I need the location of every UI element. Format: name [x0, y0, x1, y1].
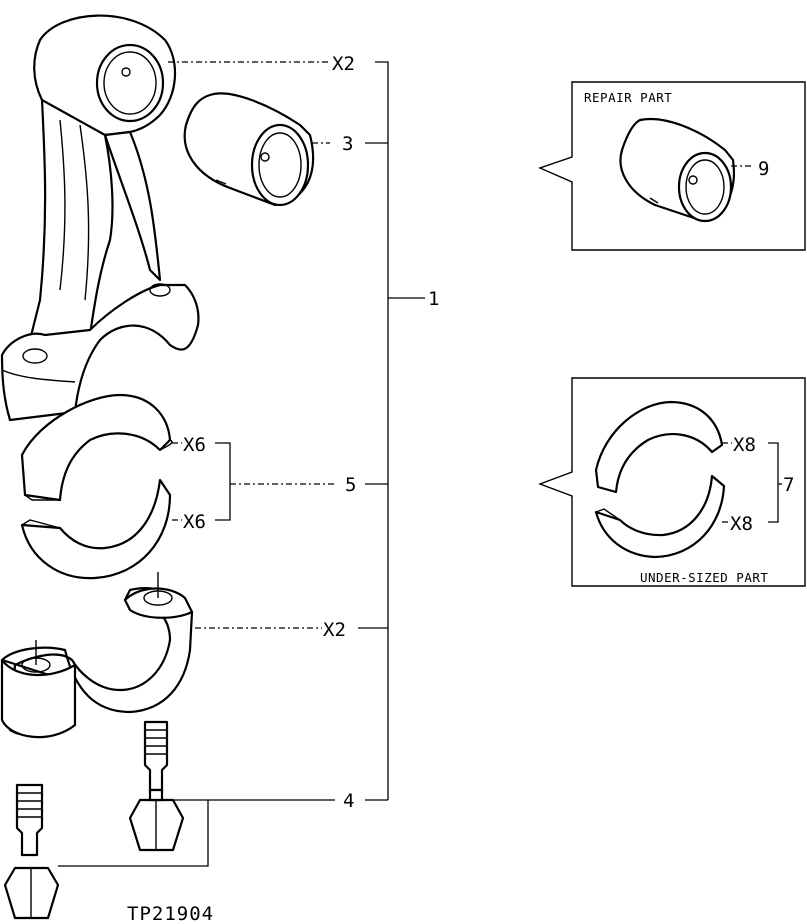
qty-cap: X2: [323, 619, 346, 641]
repair-part-label: REPAIR PART: [584, 90, 672, 105]
lower-bearing-shell: [20, 478, 172, 580]
connecting-rod: [0, 14, 200, 422]
bushing: [183, 92, 315, 207]
repair-part-box: REPAIR PART: [538, 81, 806, 251]
callout-3: 3: [342, 133, 353, 155]
callout-5: 5: [345, 474, 356, 496]
leader-lines: [58, 61, 425, 867]
rod-bolt-1: [128, 720, 185, 852]
qty-pin-end: X2: [332, 53, 355, 75]
undersize-upper-shell: [594, 400, 724, 494]
qty-lower-shell: X6: [183, 511, 206, 533]
reference-number: TP21904: [127, 903, 214, 924]
under-sized-part-label: UNDER-SIZED PART: [640, 570, 768, 585]
qty-undersize-upper: X8: [733, 434, 756, 456]
callout-4: 4: [343, 790, 354, 812]
callout-9: 9: [758, 158, 769, 180]
undersize-lower-shell: [594, 474, 726, 559]
rod-cap: [0, 572, 194, 739]
rod-bolt-2: [3, 783, 60, 920]
callout-7: 7: [783, 474, 794, 496]
repair-bushing: [619, 117, 735, 223]
under-sized-part-box: UNDER-SIZED PART: [538, 377, 806, 587]
upper-bearing-shell: [20, 393, 173, 502]
qty-undersize-lower: X8: [730, 513, 753, 535]
callout-1: 1: [428, 288, 439, 310]
qty-upper-shell: X6: [183, 434, 206, 456]
